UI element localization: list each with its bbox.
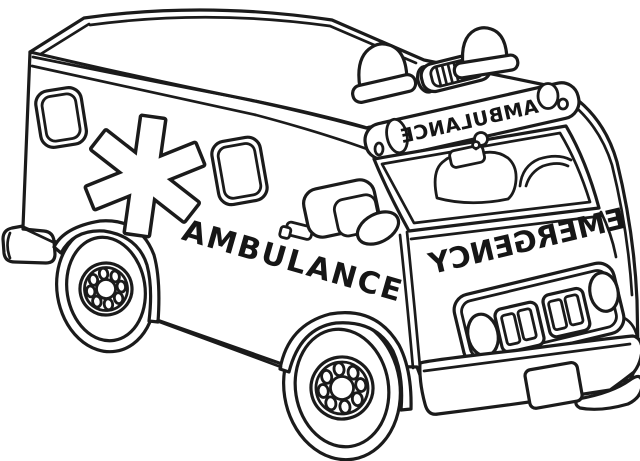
star-of-life-icon [83, 113, 207, 239]
front-valance [574, 374, 640, 411]
rear-window [34, 86, 88, 149]
lightbar-lamp-small [557, 97, 569, 111]
front-corner-edge [405, 230, 422, 369]
license-plate [523, 360, 584, 410]
drip-rail-lower [30, 64, 369, 151]
lug-holes [316, 361, 368, 415]
roof-edge-trim [88, 15, 418, 65]
headlight-right [588, 271, 620, 313]
rear-bumper [1, 224, 57, 265]
beacon-light-left [351, 42, 418, 104]
lightbar-lamp [536, 82, 560, 110]
hood-right-crease [599, 210, 618, 259]
mirror-charm [471, 131, 489, 151]
front-corner-edge-inner [398, 233, 415, 370]
beacon-base [351, 73, 418, 104]
drip-rail-upper [31, 55, 367, 129]
door-handle [278, 220, 314, 241]
right-edge-inner-line [558, 93, 634, 297]
side-mirror [301, 178, 401, 246]
windshield [372, 124, 601, 233]
side-window [210, 135, 269, 207]
mirror-arm [355, 210, 401, 246]
front-wheel [282, 314, 402, 461]
cowl-line [409, 214, 603, 241]
rocker-line [155, 319, 283, 369]
roof-rear-trim [34, 22, 91, 59]
lightbar-sign: AMBULANCE [363, 81, 581, 161]
grille-panel [452, 261, 626, 367]
beacon-base [452, 53, 520, 80]
lug-holes [85, 266, 127, 312]
rearview-mirror [448, 144, 486, 169]
grille-vents-right [541, 286, 592, 339]
grille-vents-left [493, 300, 546, 354]
beacon-light-right [452, 26, 520, 80]
steering-wheel [518, 154, 573, 188]
lightbar-lamp [385, 117, 409, 155]
front-bumper [418, 334, 640, 416]
lightbar-lamp-small [373, 141, 385, 157]
front-fender-arch [278, 311, 413, 412]
